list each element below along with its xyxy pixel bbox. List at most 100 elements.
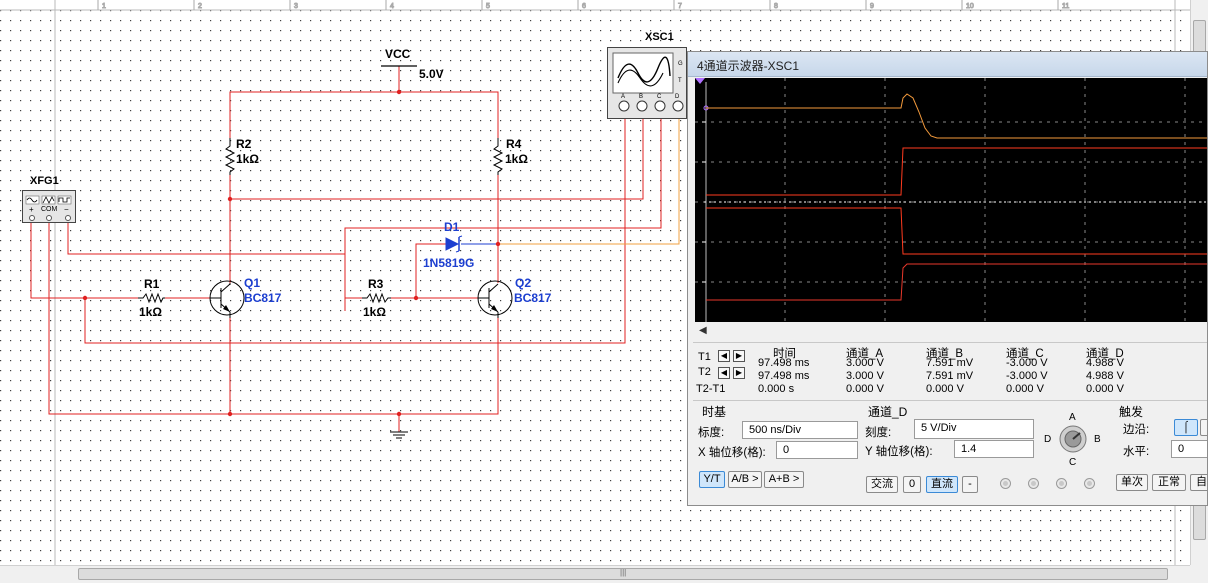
a-plus-b-mode-button[interactable]: A+B > [764,471,804,488]
ruler-number: 6 [582,3,586,10]
ruler-number: 1 [102,3,106,10]
scope-pin-a: A [621,94,626,100]
scope-title: 4通道示波器-XSC1 [697,59,800,73]
cursor-label-t1: T1 [698,351,711,363]
oscilloscope-icon[interactable]: A B C D G T [607,47,687,119]
rising-edge-button[interactable]: ⌠ [1174,419,1198,436]
q1-ref: Q1 [244,276,261,290]
x-offset-label: X 轴位移(格): [698,447,766,459]
readout-divider [693,342,1207,343]
vcc-label: VCC [385,47,411,61]
timebase-title: 时基 [702,405,727,419]
readout-cell: 4.988 V [1086,370,1124,382]
invert-button[interactable]: - [962,476,978,493]
ruler-number: 3 [294,3,298,10]
channel-selector-knob[interactable] [1058,424,1088,454]
readout-header: 时间 [773,348,796,360]
readout-cell: 0.000 V [926,383,964,395]
xfg-pin-plus: + [29,205,34,214]
rising-edge-icon: ⌠ [1182,421,1190,433]
q1-model: BC817 [244,291,282,305]
r1-value: 1kΩ [139,305,162,319]
r2-value: 1kΩ [236,152,259,166]
falling-edge-button[interactable] [1200,419,1207,436]
cursor-label-t2: T2 [698,366,711,378]
channel-radio-3[interactable] [1056,478,1067,489]
channel-radio-1[interactable] [1000,478,1011,489]
readout-cell: 4.988 V [1086,357,1124,369]
zero-coupling-button[interactable]: 0 [903,476,921,493]
canvas-horizontal-scrollbar[interactable]: ||| [0,565,1190,583]
readout-cell: 3.000 V [846,370,884,382]
scope-pin-g: G [678,61,683,67]
ruler-number: 7 [678,3,682,10]
r4-ref: R4 [506,137,522,151]
readout-cell: 97.498 ms [758,357,810,369]
dc-coupling-button[interactable]: 直流 [926,476,958,493]
channel-radio-2[interactable] [1028,478,1039,489]
ruler-number: 11 [1062,3,1069,10]
trigger-level-field[interactable]: 0 [1171,440,1207,458]
xsc1-ref: XSC1 [645,31,674,43]
readout-bottom-divider [693,400,1207,401]
scope-pin-d: D [675,94,680,100]
readout-cell: 7.591 mV [926,357,974,369]
knob-label-c: C [1069,457,1077,468]
display-horizontal-scrollbar[interactable]: ◀ [695,324,1207,339]
knob-label-b: B [1094,434,1101,445]
readout-header: 通道_A [846,348,884,360]
channel-radio-4[interactable] [1084,478,1095,489]
scope-display[interactable] [695,78,1207,322]
readout-cell: 0.000 V [1006,383,1044,395]
y-offset-field[interactable]: 1.4 [954,440,1034,458]
readout-cell: 3.000 V [846,357,884,369]
r1-ref: R1 [144,277,160,291]
xfg-pin-minus: − [64,205,69,214]
horizontal-scroll-thumb[interactable] [78,568,1168,580]
xfg-pin-com: COM [41,206,58,213]
function-generator-icon[interactable]: + COM − [22,190,76,223]
trigger-level-label: 水平: [1123,446,1150,458]
readout-header: 通道_C [1006,348,1044,360]
knob-label-d: D [1044,434,1052,445]
readout-cell: -3.000 V [1006,357,1048,369]
ab-mode-button[interactable]: A/B > [728,471,762,488]
t1-right-arrow-button[interactable]: ▶ [733,350,745,362]
readout-cell: 7.591 mV [926,370,974,382]
single-trigger-button[interactable]: 单次 [1116,474,1148,491]
r3-ref: R3 [368,277,384,291]
scroll-left-arrow-icon[interactable]: ◀ [699,325,707,336]
q2-model: BC817 [514,291,552,305]
auto-trigger-button[interactable]: 自动 [1190,474,1207,491]
readout-header: 通道_D [1086,348,1124,360]
readout-cell: -3.000 V [1006,370,1048,382]
timebase-scale-label: 标度: [698,427,725,439]
channel-scale-field[interactable]: 5 V/Div [914,419,1034,439]
scroll-grip-icon: ||| [620,568,627,577]
scope-traces [695,78,1207,322]
timebase-scale-field[interactable]: 500 ns/Div [742,421,858,439]
channel-title: 通道_D [868,405,908,419]
ruler-number: 8 [774,3,778,10]
ac-coupling-button[interactable]: 交流 [866,476,898,493]
t1-left-arrow-button[interactable]: ◀ [718,350,730,362]
t2-left-arrow-button[interactable]: ◀ [718,367,730,379]
readout-cell: 0.000 V [846,383,884,395]
d1-model: 1N5819G [423,256,475,270]
t2-right-arrow-button[interactable]: ▶ [733,367,745,379]
readout-cell: 0.000 s [758,383,795,395]
d1-ref: D1 [444,220,460,234]
y-offset-label: Y 轴位移(格): [865,446,933,458]
ruler-number: 2 [198,3,202,10]
trigger-title: 触发 [1119,405,1144,419]
vcc-value: 5.0V [419,67,444,81]
readout-cell: 0.000 V [1086,383,1124,395]
scrollbar-corner [1190,565,1208,583]
normal-trigger-button[interactable]: 正常 [1152,474,1186,491]
trigger-edge-label: 边沿: [1123,424,1150,436]
scope-pin-t: T [678,78,682,84]
yt-mode-button[interactable]: Y/T [699,471,725,488]
scope-titlebar[interactable]: 4通道示波器-XSC1 [688,52,1207,77]
x-offset-field[interactable]: 0 [776,441,858,459]
oscilloscope-window[interactable]: 4通道示波器-XSC1 [687,51,1208,506]
